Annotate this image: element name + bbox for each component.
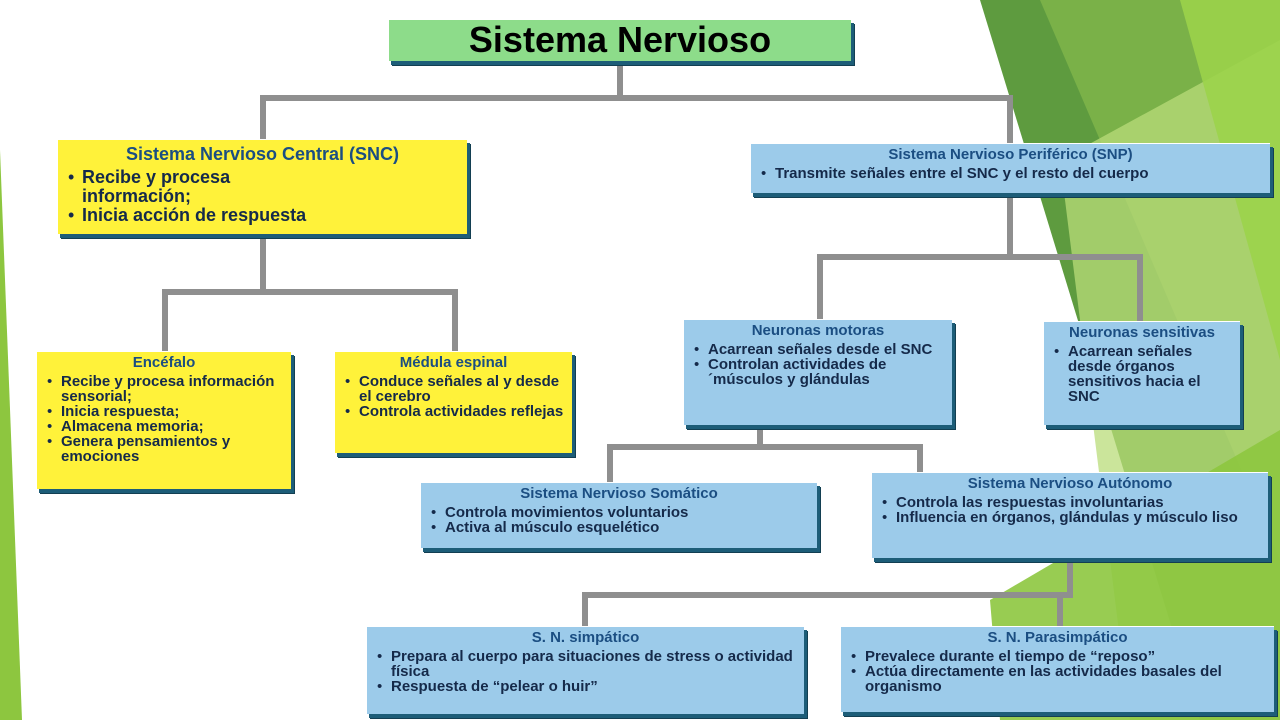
autonomo-item: Influencia en órganos, glándulas y múscu… [878,510,1262,525]
left-green-strip [0,150,22,720]
snc-item: Inicia acción de respuesta [64,206,461,226]
motoras-item: Controlan actividades de ´músculos y glá… [690,357,946,387]
medula-item: Controla actividades reflejas [341,404,566,419]
parasimpatico-box: S. N. Parasimpático Prevalece durante el… [840,626,1274,712]
encefalo-title: Encéfalo [132,354,196,371]
encefalo-item: Inicia respuesta; [43,404,285,419]
encefalo-item: Recibe y procesa información sensorial; [43,374,285,404]
somatico-list: Controla movimientos voluntarios Activa … [427,505,811,535]
snc-title: Sistema Nervioso Central (SNC) [125,144,400,164]
sensitivas-box: Neuronas sensitivas Acarrean señales des… [1043,321,1240,425]
snp-list: Transmite señales entre el SNC y el rest… [757,166,1264,181]
parasimpatico-list: Prevalece durante el tiempo de “reposo” … [847,649,1268,694]
sensitivas-item: Acarrean señales desde órganos sensitivo… [1050,344,1234,404]
autonomo-item: Controla las respuestas involuntarias [878,495,1262,510]
autonomo-title: Sistema Nervioso Autónomo [967,475,1173,492]
snp-box: Sistema Nervioso Periférico (SNP) Transm… [750,143,1270,193]
simpatico-box: S. N. simpático Prepara al cuerpo para s… [366,626,804,714]
snc-item: Recibe y procesa información; [64,168,461,206]
title-box: Sistema Nervioso [388,19,851,61]
simpatico-list: Prepara al cuerpo para situaciones de st… [373,649,798,694]
parasimpatico-item: Actúa directamente en las actividades ba… [847,664,1268,694]
snc-box: Sistema Nervioso Central (SNC) Recibe y … [57,139,467,234]
parasimpatico-item: Prevalece durante el tiempo de “reposo” [847,649,1268,664]
somatico-item: Controla movimientos voluntarios [427,505,811,520]
simpatico-item: Prepara al cuerpo para situaciones de st… [373,649,798,679]
sensitivas-title: Neuronas sensitivas [1069,324,1215,341]
snc-list: Recibe y procesa información; Inicia acc… [64,168,461,226]
page-title: Sistema Nervioso [468,19,772,60]
parasimpatico-title: S. N. Parasimpático [987,629,1128,646]
motoras-list: Acarrean señales desde el SNC Controlan … [690,342,946,387]
somatico-box: Sistema Nervioso Somático Controla movim… [420,482,817,548]
somatico-item: Activa al músculo esquelético [427,520,811,535]
motoras-title: Neuronas motoras [751,322,885,339]
encefalo-list: Recibe y procesa información sensorial; … [43,374,285,464]
sensitivas-list: Acarrean señales desde órganos sensitivo… [1050,344,1234,404]
medula-box: Médula espinal Conduce señales al y desd… [334,351,572,453]
encefalo-item: Almacena memoria; [43,419,285,434]
simpatico-item: Respuesta de “pelear o huir” [373,679,798,694]
autonomo-box: Sistema Nervioso Autónomo Controla las r… [871,472,1268,558]
snp-item: Transmite señales entre el SNC y el rest… [757,166,1264,181]
encefalo-box: Encéfalo Recibe y procesa información se… [36,351,291,489]
simpatico-title: S. N. simpático [531,629,640,646]
motoras-item: Acarrean señales desde el SNC [690,342,946,357]
medula-list: Conduce señales al y desde el cerebro Co… [341,374,566,419]
medula-title: Médula espinal [399,354,508,371]
snp-title: Sistema Nervioso Periférico (SNP) [888,146,1133,163]
motoras-box: Neuronas motoras Acarrean señales desde … [683,319,952,425]
somatico-title: Sistema Nervioso Somático [520,485,718,502]
medula-item: Conduce señales al y desde el cerebro [341,374,566,404]
encefalo-item: Genera pensamientos y emociones [43,434,285,464]
autonomo-list: Controla las respuestas involuntarias In… [878,495,1262,525]
